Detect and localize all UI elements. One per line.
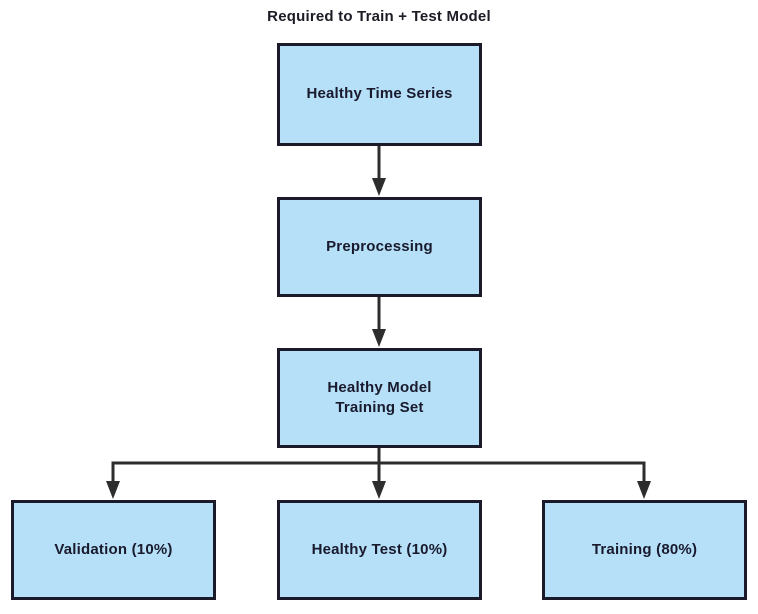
node-preprocessing: Preprocessing (277, 197, 482, 297)
node-label: Training (80%) (591, 540, 698, 558)
node-label: Preprocessing (326, 237, 433, 255)
arrowhead-preprocessing (372, 178, 386, 196)
diagram-title: Required to Train + Test Model (267, 8, 491, 25)
arrowhead-validation (106, 481, 120, 499)
arrowhead-training (637, 481, 651, 499)
node-label: Validation (10%) (54, 540, 173, 558)
node-healthy-model-training-set: Healthy Model Training Set (277, 348, 482, 448)
arrowhead-training-set (372, 329, 386, 347)
node-training: Training (80%) (542, 500, 747, 600)
node-label: Healthy Time Series (306, 85, 453, 103)
node-label: Healthy Model Training Set (327, 378, 432, 416)
arrowhead-healthy-test (372, 481, 386, 499)
node-label: Healthy Test (10%) (311, 540, 448, 558)
node-healthy-time-series: Healthy Time Series (277, 43, 482, 146)
node-healthy-test: Healthy Test (10%) (277, 500, 482, 600)
node-validation: Validation (10%) (11, 500, 216, 600)
